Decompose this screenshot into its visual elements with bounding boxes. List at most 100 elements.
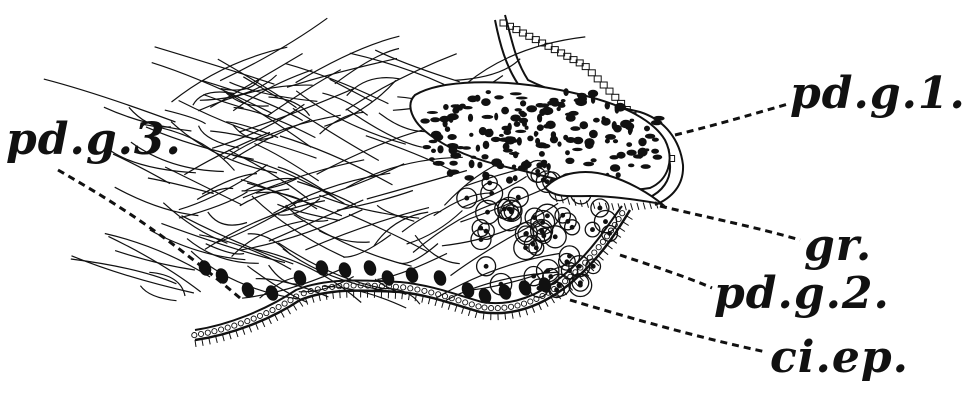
gland-1-granule [539, 151, 545, 157]
fiber-strand [337, 191, 413, 211]
gland-1-granule [514, 121, 521, 127]
epithelium-cilium [293, 304, 297, 310]
gland-1-granule [628, 164, 634, 168]
leader-pdg3 [58, 170, 240, 298]
gland-2-nucleus [579, 283, 583, 287]
gland-1-granule [602, 116, 606, 121]
fiber-strand [71, 259, 177, 284]
fiber-strand [155, 47, 275, 84]
gland-1-granule [475, 95, 481, 102]
epithelium-cilium [275, 315, 278, 321]
epithelium-cilium [539, 304, 542, 310]
gland-1-granule [589, 130, 598, 139]
groove-cilium [624, 203, 626, 210]
gland-1-granule [450, 152, 461, 159]
gland-1-granule [510, 115, 521, 122]
stalk-cell [588, 70, 595, 76]
epithelium-cell [592, 250, 597, 255]
gland-1-granule [494, 113, 498, 121]
stalk-cell [606, 88, 613, 94]
gland-2-nucleus [524, 246, 528, 250]
gland-2-nucleus [536, 170, 540, 174]
gland-2-nucleus [591, 228, 595, 232]
epithelium-cell [219, 327, 224, 332]
epithelium-cell [276, 304, 281, 309]
epithelium-cilium [574, 281, 579, 286]
stalk-cell [612, 94, 619, 100]
epithelium-cilium [551, 297, 555, 303]
epithelium-cell [192, 333, 197, 338]
epithelium-cell [245, 319, 250, 324]
label-gr: gr. [804, 224, 872, 268]
epithelium-cell [508, 304, 513, 309]
gland-1-granule [605, 102, 610, 110]
gland-1-granule [481, 154, 488, 159]
fiber-strand [415, 235, 460, 264]
gland-1-granule [496, 163, 504, 169]
groove-cilium [568, 198, 570, 205]
fiber-strand [350, 53, 444, 84]
epithelium-cell [264, 311, 269, 316]
gland-1-granule [464, 175, 474, 181]
gland-1-granule [420, 118, 430, 123]
gland-1-granule [469, 160, 475, 168]
epithelium-cell [502, 305, 507, 310]
gland-1-granule [653, 155, 663, 160]
epithelium-cell [620, 211, 625, 216]
gland-1-granule [645, 148, 649, 151]
epithelium-cilium [268, 318, 271, 324]
gland-1-granule [471, 156, 477, 159]
epithelium-cilium [256, 323, 259, 330]
fiber-strand [115, 187, 199, 215]
epithelium-cell [515, 303, 520, 308]
epithelium-cell [521, 301, 526, 306]
gland-3-nucleus [214, 266, 231, 285]
label-pd-g-1: pd.g.1. [790, 72, 966, 116]
gland-1-granule [517, 137, 522, 146]
epithelium-cell [408, 286, 413, 291]
gland-1-granule [520, 100, 526, 106]
pedal-gland-3-nuclei [197, 258, 554, 305]
epithelium-cell [422, 288, 427, 293]
gland-1-granule [535, 138, 540, 145]
gland-1-granule [515, 130, 526, 133]
label-ci-ep: ci.ep. [770, 336, 909, 380]
fiber-strand [335, 49, 399, 84]
gland-1-granule [481, 98, 491, 106]
gland-3-nucleus [337, 260, 354, 279]
gland-1-granule [557, 141, 561, 146]
epithelium-cilium [607, 245, 613, 249]
epithelium-cell [232, 323, 237, 328]
gland-1-granule [439, 116, 449, 123]
fiber-strand [252, 196, 345, 257]
gland-1-granule [506, 177, 513, 184]
epithelium-cilium [249, 326, 252, 333]
gland-1-granule [566, 114, 576, 121]
gland-2-nucleus [465, 196, 469, 200]
epithelium-cilium [532, 306, 535, 313]
epithelium-cell [528, 299, 533, 304]
epithelium-cell [225, 325, 230, 330]
epithelium-cilium [627, 216, 633, 220]
gland-2-nucleus [541, 230, 545, 234]
gland-2-nucleus [566, 220, 570, 224]
gland-1-granule [626, 142, 632, 147]
gland-1-granule [509, 152, 520, 155]
gland-2-nucleus [484, 265, 488, 269]
epithelium-cell [476, 304, 481, 309]
fiber-strand [375, 50, 460, 82]
groove-cilium [612, 203, 614, 210]
gland-1-granule [507, 123, 511, 131]
gland-1-granule [591, 158, 597, 162]
epithelium-cilium [545, 300, 548, 306]
epithelium-cell [489, 306, 494, 311]
epithelium-cell [257, 313, 262, 318]
gland-3-nucleus [362, 258, 379, 277]
gland-1-granule [584, 138, 594, 147]
gland-1-granule [510, 92, 522, 95]
epithelium-cilium [262, 321, 265, 327]
gland-1-granule [645, 134, 655, 139]
gland-1-granule [433, 134, 443, 141]
epithelium-cilium [236, 330, 238, 337]
label-pd-g-2: pd.g.2. [714, 272, 890, 316]
